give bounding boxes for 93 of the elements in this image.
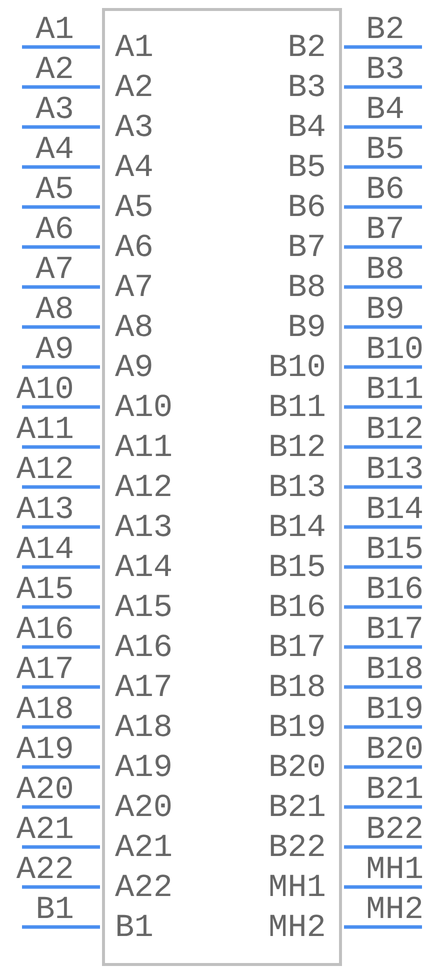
pin-name: B18 xyxy=(268,672,326,704)
pin-name: B5 xyxy=(288,152,326,184)
pin-number: A5 xyxy=(36,174,74,206)
pin-name: B1 xyxy=(115,912,154,944)
pin-name: A16 xyxy=(115,632,173,664)
pin-name: B21 xyxy=(268,792,326,824)
pin-number: A18 xyxy=(16,694,74,726)
pin-number: MH2 xyxy=(366,894,424,926)
pin-number: B17 xyxy=(366,614,424,646)
pin-name: B12 xyxy=(268,432,326,464)
pin-name: B22 xyxy=(268,832,326,864)
pin-name: A14 xyxy=(115,552,173,584)
pin-name: A7 xyxy=(115,272,154,304)
pin-number: A10 xyxy=(16,374,74,406)
pin-number: B10 xyxy=(366,334,424,366)
pin-name: B6 xyxy=(288,192,326,224)
pin-number: A13 xyxy=(16,494,74,526)
pin-name: A1 xyxy=(115,32,154,64)
pin-number: B5 xyxy=(366,134,404,166)
pin-number: A22 xyxy=(16,854,74,886)
pin-number: A16 xyxy=(16,614,74,646)
pin-number: B7 xyxy=(366,214,404,246)
pin-number: MH1 xyxy=(366,854,424,886)
pin-name: A15 xyxy=(115,592,173,624)
pin-name: B15 xyxy=(268,552,326,584)
component-body xyxy=(102,8,342,966)
pin-name: A8 xyxy=(115,312,154,344)
pin-number: B4 xyxy=(366,94,404,126)
pin-name: MH2 xyxy=(268,912,326,944)
pin-name: B11 xyxy=(268,392,326,424)
pin-number: A21 xyxy=(16,814,74,846)
pin-name: B9 xyxy=(288,312,326,344)
pin-name: B7 xyxy=(288,232,326,264)
pin-name: B16 xyxy=(268,592,326,624)
pin-name: A17 xyxy=(115,672,173,704)
pin-name: A13 xyxy=(115,512,173,544)
pin-name: B14 xyxy=(268,512,326,544)
pin-number: B19 xyxy=(366,694,424,726)
pin-number: A14 xyxy=(16,534,74,566)
pin-number: A2 xyxy=(36,54,74,86)
pin-name: B17 xyxy=(268,632,326,664)
pin-name: A22 xyxy=(115,872,173,904)
pin-number: B21 xyxy=(366,774,424,806)
pin-name: MH1 xyxy=(268,872,326,904)
pin-name: A21 xyxy=(115,832,173,864)
pin-number: B1 xyxy=(36,894,74,926)
pin-name: A6 xyxy=(115,232,154,264)
pin-name: B3 xyxy=(288,72,326,104)
pin-name: B20 xyxy=(268,752,326,784)
pin-name: B8 xyxy=(288,272,326,304)
pin-name: A3 xyxy=(115,112,154,144)
pin-name: A12 xyxy=(115,472,173,504)
pin-number: B22 xyxy=(366,814,424,846)
pin-number: A1 xyxy=(36,14,74,46)
pin-number: A19 xyxy=(16,734,74,766)
pin-name: B13 xyxy=(268,472,326,504)
pin-name: B10 xyxy=(268,352,326,384)
pin-name: A19 xyxy=(115,752,173,784)
pin-number: A15 xyxy=(16,574,74,606)
pin-name: A9 xyxy=(115,352,154,384)
pin-number: A20 xyxy=(16,774,74,806)
pin-number: B6 xyxy=(366,174,404,206)
pin-name: B2 xyxy=(288,32,326,64)
pin-number: A6 xyxy=(36,214,74,246)
pin-name: B19 xyxy=(268,712,326,744)
pin-name: A5 xyxy=(115,192,154,224)
pin-name: A20 xyxy=(115,792,173,824)
pin-name: A18 xyxy=(115,712,173,744)
pin-name: A4 xyxy=(115,152,154,184)
pin-number: B3 xyxy=(366,54,404,86)
pin-number: A7 xyxy=(36,254,74,286)
pin-number: B15 xyxy=(366,534,424,566)
pin-number: B8 xyxy=(366,254,404,286)
pin-name: A11 xyxy=(115,432,173,464)
pin-number: A8 xyxy=(36,294,74,326)
pin-name: B4 xyxy=(288,112,326,144)
pin-number: A3 xyxy=(36,94,74,126)
pin-number: B13 xyxy=(366,454,424,486)
pin-number: A12 xyxy=(16,454,74,486)
pin-name: A10 xyxy=(115,392,173,424)
pin-number: B2 xyxy=(366,14,404,46)
pin-number: B20 xyxy=(366,734,424,766)
pin-number: B11 xyxy=(366,374,424,406)
pin-number: B16 xyxy=(366,574,424,606)
pin-number: A17 xyxy=(16,654,74,686)
pin-number: B18 xyxy=(366,654,424,686)
pin-number: B12 xyxy=(366,414,424,446)
pin-number: A4 xyxy=(36,134,74,166)
pin-number: B9 xyxy=(366,294,404,326)
pin-name: A2 xyxy=(115,72,154,104)
pin-number: A11 xyxy=(16,414,74,446)
pin-number: B14 xyxy=(366,494,424,526)
pin-number: A9 xyxy=(36,334,74,366)
